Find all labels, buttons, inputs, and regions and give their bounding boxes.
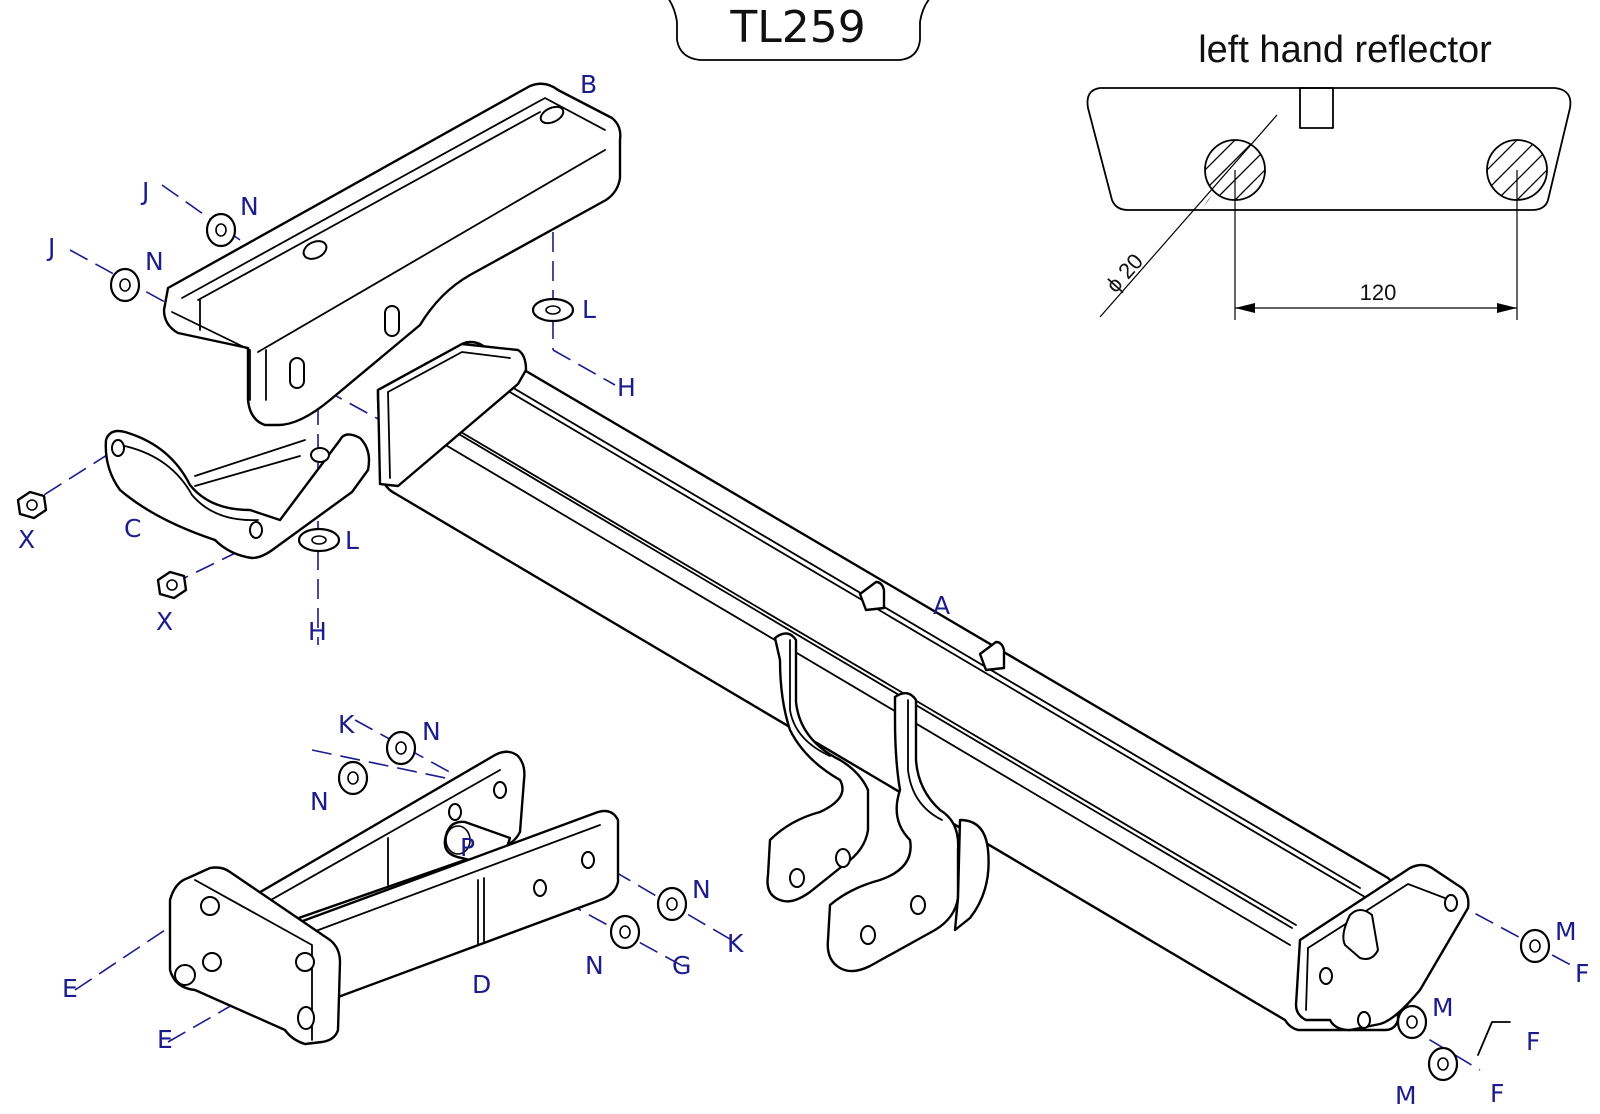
washers (109, 212, 1551, 1082)
washer-l-2 (297, 527, 341, 553)
label-a: A (933, 591, 950, 620)
label-m-1: M (1555, 917, 1577, 946)
label-k-1: K (338, 710, 355, 739)
right-end-plate (1294, 863, 1470, 1032)
label-e-2: E (157, 1025, 173, 1054)
spacing-arrow-left (1235, 303, 1255, 313)
bracket-b-hole-1 (539, 105, 565, 125)
label-m-2: M (1432, 993, 1454, 1022)
label-n-1: N (240, 192, 259, 221)
washer-n-4 (337, 760, 369, 796)
washer-n-6 (609, 914, 641, 950)
label-h-2: H (308, 617, 327, 646)
drawing-title: TL259 (729, 2, 865, 53)
label-x-2: X (156, 607, 173, 636)
washer-n-1 (205, 212, 237, 248)
reflector-detail: left hand reflector (1086, 29, 1572, 320)
bracket-d-hole-1 (493, 781, 507, 799)
hanger-1-hole-1 (789, 868, 805, 888)
reflector-tab (1299, 87, 1334, 129)
label-j-2: J (46, 233, 55, 262)
base-plate-hole-2 (295, 952, 315, 972)
title-box: TL259 (668, 0, 930, 61)
bracket-c-hole-2 (310, 447, 330, 463)
label-e-1: E (62, 974, 78, 1003)
reflector-outline (1086, 87, 1572, 211)
hanger-2-hole-1 (860, 925, 876, 945)
label-d: D (472, 970, 491, 999)
label-n-5: N (692, 875, 711, 904)
diameter-leader (1099, 114, 1278, 318)
nut-x-1 (16, 490, 48, 520)
washer-n-2 (109, 267, 141, 303)
part-b-upper-bracket (162, 82, 622, 427)
label-k-2: K (727, 929, 744, 958)
label-x-1: X (18, 525, 35, 554)
washer-l-1 (531, 297, 575, 323)
bracket-d-hole-3 (581, 851, 595, 869)
label-g: G (672, 951, 691, 980)
label-l-1: L (582, 295, 596, 324)
spacing-label: 120 (1360, 280, 1397, 305)
washer-m-3 (1427, 1046, 1459, 1082)
base-plate-hole-3 (202, 952, 222, 972)
reflector-hole-right (1486, 139, 1548, 201)
label-n-3: N (422, 717, 441, 746)
label-f-3: F (1490, 1079, 1504, 1108)
label-f-2: F (1526, 1027, 1540, 1056)
part-labels: A B C D E E F F F G H H J J K K L L M M … (18, 70, 1589, 1110)
end-plate-hole-3 (1357, 1011, 1371, 1029)
washer-m-1 (1519, 928, 1551, 964)
reflector-title: left hand reflector (1198, 29, 1492, 71)
base-plate-hole-1 (200, 896, 220, 916)
end-plate-hole-2 (1319, 967, 1333, 985)
part-c-lower-bracket (104, 429, 371, 560)
label-n-4: N (310, 787, 329, 816)
base-plate-hole-5 (297, 1006, 315, 1030)
bracket-d-hole-2 (448, 803, 462, 821)
spacing-arrow-right (1497, 303, 1517, 313)
end-plate-hole-1 (1444, 894, 1458, 912)
diameter-arrow (1203, 195, 1212, 208)
f-spacer-symbol (1477, 1021, 1511, 1056)
nut-x-2 (156, 570, 188, 600)
label-l-2: L (345, 526, 359, 555)
label-n-6: N (585, 951, 604, 980)
washer-n-3 (385, 730, 417, 766)
label-c: C (124, 514, 141, 543)
reflector-hole-left (1204, 139, 1266, 201)
bracket-c-hole-1 (111, 439, 125, 457)
end-plate-cutout (1342, 909, 1380, 960)
label-h-1: H (617, 373, 636, 402)
hanger-2-hole-2 (910, 895, 926, 915)
bracket-b-slot-1 (384, 305, 400, 337)
bracket-c-hole-3 (249, 521, 263, 539)
part-a-crossbar (376, 340, 1400, 1032)
part-d-mount-bracket (168, 750, 620, 1046)
crossbar-hangers (766, 632, 990, 973)
label-j-1: J (140, 177, 149, 206)
bracket-d-hole-4 (533, 879, 547, 897)
base-plate-hole-4 (174, 964, 196, 986)
label-p: P (460, 833, 475, 862)
bracket-b-hole-2 (302, 240, 328, 260)
crossbar-endcap-left (376, 342, 528, 488)
label-b: B (580, 70, 597, 99)
label-f-1: F (1575, 959, 1589, 988)
washer-n-5 (656, 886, 688, 922)
washer-m-2 (1396, 1004, 1428, 1040)
label-m-3: M (1395, 1081, 1417, 1110)
label-n-2: N (145, 247, 164, 276)
bracket-b-slot-2 (289, 357, 305, 389)
hanger-1-hole-2 (835, 848, 851, 868)
diameter-label: ϕ 20 (1101, 249, 1148, 298)
